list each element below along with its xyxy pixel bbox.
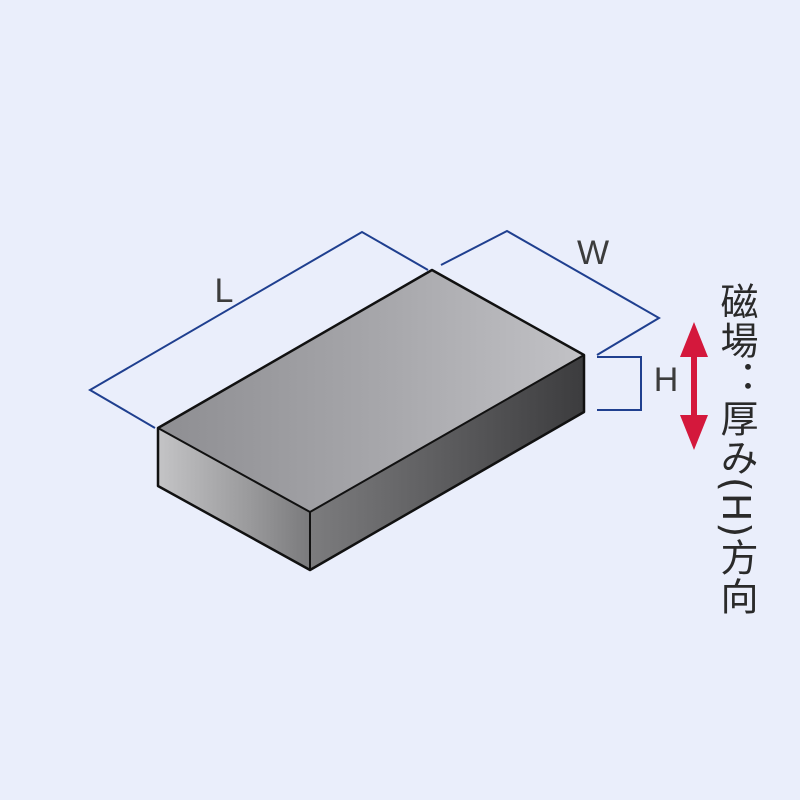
length-dimension-line xyxy=(88,230,429,429)
width-dimension-line xyxy=(440,229,661,356)
block-top-face xyxy=(158,270,584,512)
magnetization-direction-label: 磁場：厚み(H)方向 xyxy=(714,282,758,617)
width-label: W xyxy=(577,234,609,272)
height-label: H xyxy=(654,361,679,399)
magnetization-arrow-icon xyxy=(680,322,708,450)
length-label: L xyxy=(215,272,234,310)
block-right-face xyxy=(310,355,584,570)
block-front-face xyxy=(158,428,310,570)
block-outline xyxy=(156,268,586,572)
height-dimension-line xyxy=(597,356,642,411)
